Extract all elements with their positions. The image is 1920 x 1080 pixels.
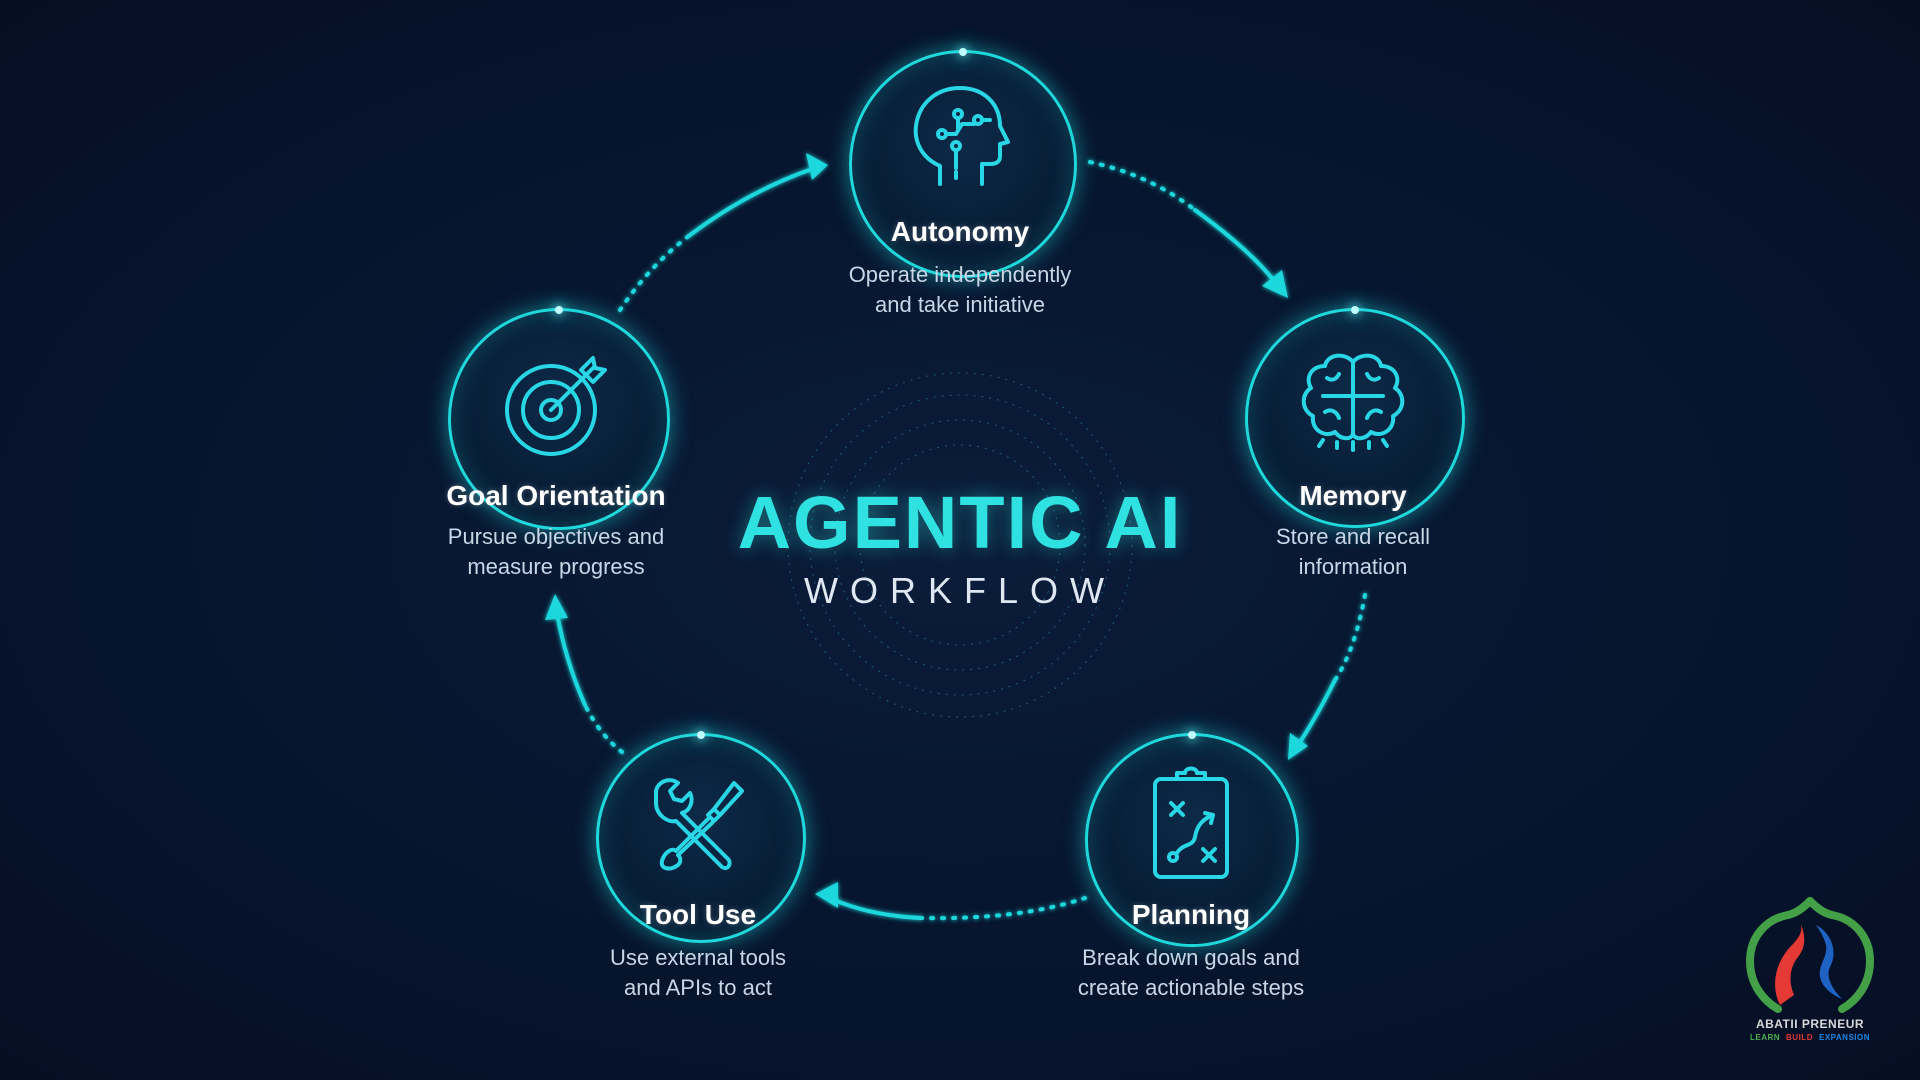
arrow-tooluse-to-goal-dotted — [583, 703, 624, 754]
arrow-memory-to-planning-dotted — [1333, 593, 1367, 682]
node-tool-use: Tool Use Use external tools and APIs to … — [528, 731, 868, 1013]
arrowhead-autonomy — [806, 153, 828, 180]
node-autonomy-desc: Operate independently and take initiativ… — [848, 262, 1072, 317]
brain-circuit-head-icon — [913, 86, 1010, 186]
arrow-autonomy-to-memory-dotted — [1088, 160, 1197, 212]
node-goal-desc: Pursue objectives and measure progress — [447, 524, 665, 579]
wrench-screwdriver-icon — [654, 778, 744, 871]
node-planning-desc: Break down goals and create actionable s… — [1077, 945, 1305, 1000]
arrow-goal-to-autonomy-dotted — [618, 233, 692, 312]
node-tool-use-desc: Use external tools and APIs to act — [609, 945, 787, 1000]
node-goal-circle — [448, 306, 670, 530]
brand-logo-mark — [1745, 897, 1875, 1013]
arrow-goal-to-autonomy-solid — [688, 166, 817, 237]
node-goal-orientation: Goal Orientation Pursue objectives and m… — [386, 306, 726, 588]
tagline-learn: LEARN — [1749, 1033, 1781, 1042]
center-rings — [787, 372, 1133, 718]
arrow-planning-to-tooluse-dotted — [918, 896, 1087, 921]
node-autonomy-circle — [849, 48, 1077, 278]
arrowhead-goal — [545, 594, 568, 620]
target-arrow-icon — [505, 356, 607, 456]
node-planning-title: Planning — [1131, 899, 1251, 930]
node-autonomy-title: Autonomy — [890, 216, 1030, 247]
node-autonomy: Autonomy Operate independently and take … — [790, 48, 1130, 330]
arrow-tooluse-to-goal-solid — [554, 606, 587, 707]
brain-icon — [1301, 353, 1405, 452]
center-title: AGENTIC AI — [737, 481, 1183, 564]
node-tool-use-circle — [596, 731, 806, 943]
arrowhead-memory — [1262, 270, 1288, 298]
tagline-build: BUILD — [1786, 1033, 1813, 1042]
tagline-expansion: EXPANSION — [1818, 1033, 1871, 1042]
arrowhead-tooluse — [815, 882, 838, 908]
node-goal-title: Goal Orientation — [446, 480, 666, 511]
node-memory-desc: Store and recall information — [1275, 524, 1431, 579]
brand-logo: ABATII PRENEUR LEARN BUILD EXPANSION — [1740, 895, 1880, 1055]
brand-logo-tagline: LEARN BUILD EXPANSION — [1740, 1033, 1880, 1042]
node-memory: Memory Store and recall information — [1183, 306, 1523, 588]
node-planning: Planning Break down goals and create act… — [1021, 731, 1361, 1013]
node-memory-title: Memory — [1299, 480, 1407, 511]
center-subtitle: WORKFLOW — [804, 570, 1116, 611]
brand-logo-name: ABATII PRENEUR — [1755, 1017, 1865, 1031]
arrow-autonomy-to-memory-solid — [1193, 208, 1277, 284]
node-tool-use-title: Tool Use — [639, 899, 757, 930]
arrowhead-planning — [1288, 733, 1308, 760]
clipboard-strategy-icon — [1153, 766, 1229, 879]
